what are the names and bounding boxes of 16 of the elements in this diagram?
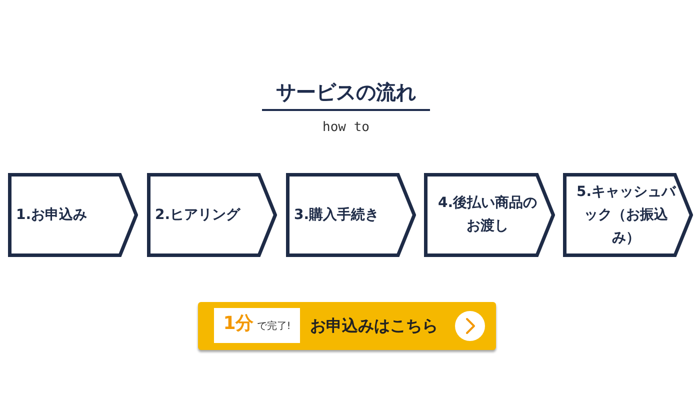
- step-label: 5.キャッシュバック（お振込み）: [575, 182, 678, 248]
- duration-tag: [214, 308, 300, 343]
- step-label: 2.ヒアリング: [155, 206, 242, 224]
- duration-text: 1分で完了!: [223, 312, 291, 336]
- title: サービスの流れ: [275, 79, 417, 106]
- subtitle: how to: [322, 119, 370, 137]
- cta-label: お申込みはこちら: [310, 315, 438, 337]
- cta-button: [198, 302, 496, 350]
- chevron-step: [147, 173, 277, 257]
- chevron-step: [424, 173, 555, 257]
- step-label: 1.お申込み: [16, 206, 88, 224]
- chevron-step: [286, 173, 416, 257]
- chevron-step: [563, 173, 693, 257]
- step-label: 4.後払い商品のお渡し: [436, 194, 538, 236]
- chevron-step: [8, 173, 138, 257]
- step-label: 3.購入手続き: [294, 206, 380, 224]
